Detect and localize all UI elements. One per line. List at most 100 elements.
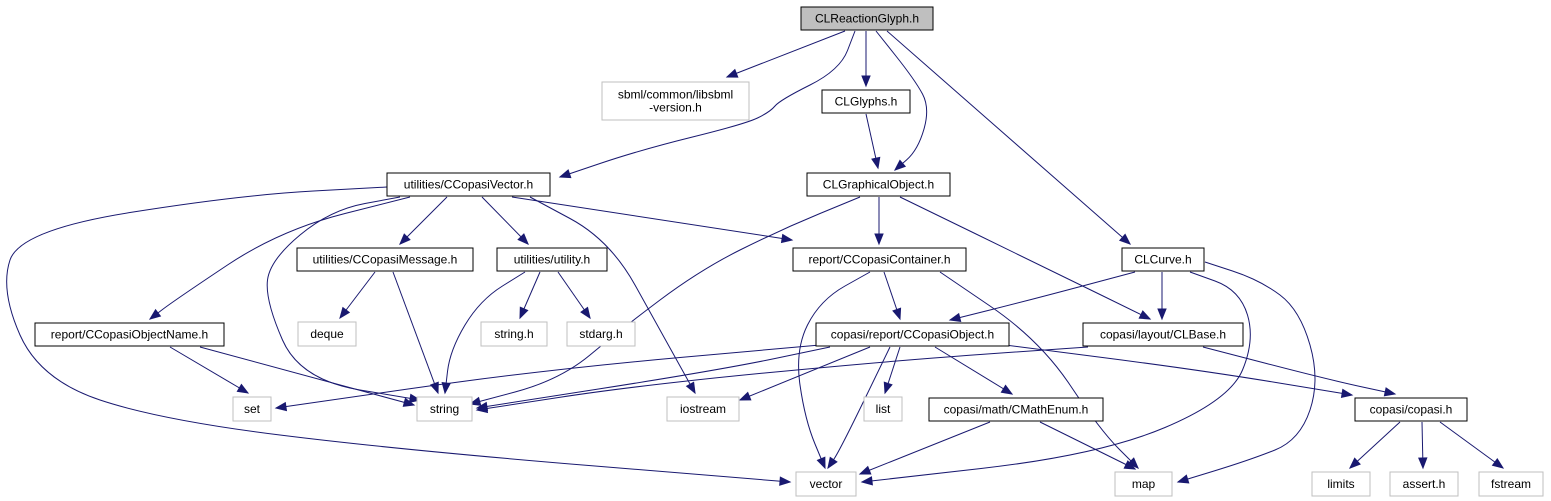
arrowhead <box>1123 460 1137 470</box>
node-ccontainer[interactable]: report/CCopasiContainer.h <box>792 247 967 272</box>
node-iostream: iostream <box>666 396 740 422</box>
node-label: vector <box>810 477 843 491</box>
node-limits: limits <box>1311 471 1371 497</box>
node-label: sbml/common/libsbml <box>618 88 733 102</box>
edge-clcurve-cobject <box>948 271 1136 323</box>
node-box <box>34 322 225 347</box>
node-label: -version.h <box>649 101 702 115</box>
edge-cobject-iostream <box>738 346 871 401</box>
arrowhead <box>399 233 411 245</box>
edge-cvector-ccontainer <box>511 196 794 244</box>
node-label: copasi/report/CCopasiObject.h <box>831 328 994 342</box>
arrowhead <box>1349 457 1361 469</box>
node-box <box>1354 397 1468 422</box>
node-box <box>601 81 750 121</box>
arrowhead <box>339 306 351 320</box>
edge-line <box>529 196 696 394</box>
node-list: list <box>863 396 903 422</box>
edge-utility-string <box>441 271 526 395</box>
edge-cobject-list <box>883 346 901 395</box>
edge-line <box>798 271 871 469</box>
edge-line <box>886 30 1131 245</box>
edge-line <box>1439 421 1504 469</box>
edge-line <box>392 271 439 394</box>
arrowhead <box>725 68 739 78</box>
edge-line <box>949 271 1136 321</box>
edge-line <box>266 196 421 401</box>
edge-line <box>275 344 821 409</box>
node-box <box>863 396 903 422</box>
edge-line <box>1004 344 1353 396</box>
arrowhead <box>236 383 250 394</box>
edge-line <box>861 271 1251 483</box>
edge-copasih-fstream <box>1439 421 1505 469</box>
edge-clglyphs-clgraphical <box>865 113 881 170</box>
node-root[interactable]: CLReactionGlyph.h <box>800 6 934 31</box>
edge-utility-stringh <box>519 271 541 320</box>
node-label: report/CCopasiObjectName.h <box>51 328 208 342</box>
node-label: stdarg.h <box>579 327 622 341</box>
edge-line <box>469 196 861 405</box>
edge-cmessage-deque <box>339 271 376 320</box>
node-cobject[interactable]: copasi/report/CCopasiObject.h <box>815 322 1010 347</box>
node-clgraphical[interactable]: CLGraphicalObject.h <box>806 172 951 197</box>
node-stdarg: stdarg.h <box>566 321 636 347</box>
arrowhead <box>402 397 416 407</box>
node-cobjectname[interactable]: report/CCopasiObjectName.h <box>34 322 225 347</box>
edge-cobject-string <box>475 346 831 412</box>
nodes-layer: CLReactionGlyph.h sbml/common/libsbml-ver… <box>34 6 1544 497</box>
arrowhead <box>1491 457 1505 469</box>
edge-line <box>1177 261 1316 483</box>
edge-clcurve-map <box>1176 261 1316 484</box>
node-box <box>666 396 740 422</box>
arrowhead <box>1176 474 1190 484</box>
edge-line <box>559 30 856 178</box>
arrowhead <box>148 308 162 320</box>
node-label: copasi/layout/CLBase.h <box>1100 328 1226 342</box>
node-cvector[interactable]: utilities/CCopasiVector.h <box>386 172 551 197</box>
arrowhead <box>948 312 962 323</box>
arrowhead <box>1418 457 1428 470</box>
node-utility[interactable]: utilities/utility.h <box>496 247 608 272</box>
node-copasih[interactable]: copasi/copasi.h <box>1354 397 1468 422</box>
node-map: map <box>1114 471 1173 497</box>
node-box <box>928 397 1104 422</box>
node-cmessage[interactable]: utilities/CCopasiMessage.h <box>296 247 474 272</box>
arrowhead <box>1127 457 1139 469</box>
node-label: CLReactionGlyph.h <box>815 12 919 26</box>
node-box <box>1082 322 1244 347</box>
node-cmathenum[interactable]: copasi/math/CMathEnum.h <box>928 397 1104 422</box>
node-box <box>1478 471 1544 497</box>
arrowhead <box>871 156 881 170</box>
edge-clgraphical-ccontainer <box>874 197 884 246</box>
node-box <box>800 6 934 31</box>
edge-ccontainer-vector <box>798 271 871 470</box>
edge-line <box>939 271 1139 469</box>
arrowhead <box>1138 310 1152 320</box>
edge-cobjectname-set <box>169 346 250 394</box>
node-libsbml: sbml/common/libsbml-version.h <box>601 81 750 121</box>
arrowhead <box>827 456 838 470</box>
arrowhead <box>780 233 794 244</box>
node-string: string <box>416 396 473 422</box>
node-label: CLCurve.h <box>1134 253 1191 267</box>
node-box <box>416 396 473 422</box>
node-clbase[interactable]: copasi/layout/CLBase.h <box>1082 322 1244 347</box>
node-label: iostream <box>680 402 726 416</box>
edges-layer <box>6 30 1505 486</box>
arrowhead <box>1383 387 1397 397</box>
node-box <box>1121 247 1205 272</box>
edge-cvector-iostream <box>529 196 696 395</box>
edge-line <box>199 346 415 406</box>
node-clcurve[interactable]: CLCurve.h <box>1121 247 1205 272</box>
edge-cobject-cmathenum <box>934 346 1014 395</box>
arrowhead <box>1118 233 1132 245</box>
edge-line <box>1349 421 1401 469</box>
node-box <box>480 321 548 347</box>
edge-utility-stdarg <box>557 271 591 320</box>
arrowhead <box>1157 308 1167 321</box>
arrowhead <box>441 382 451 395</box>
edge-line <box>875 30 928 171</box>
node-clglyphs[interactable]: CLGlyphs.h <box>821 89 911 114</box>
